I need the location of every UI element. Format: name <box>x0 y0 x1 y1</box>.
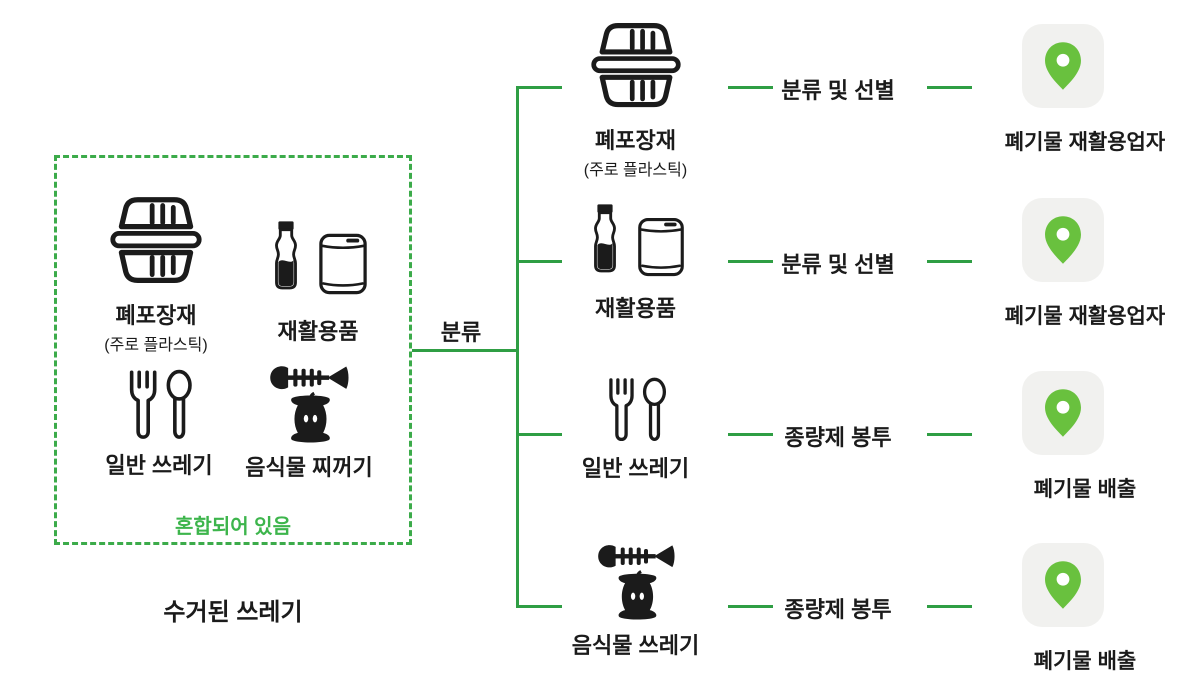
process-label: 종량제 봉투 <box>784 597 892 622</box>
fork-spoon-icon <box>586 376 686 442</box>
branch-item: 일반 쓰레기 <box>558 376 713 481</box>
destination-label: 폐기물 재활용업자 <box>1004 305 1166 328</box>
process-line-left <box>728 605 773 608</box>
process-line-right <box>927 86 972 89</box>
waste-group-food-scraps: 음식물 찌꺼기 <box>214 362 404 480</box>
waste-group-packaging: 폐포장재 (주로 플라스틱) <box>61 194 251 355</box>
trunk-line <box>516 86 519 608</box>
bottle-can-icon <box>586 194 686 282</box>
collected-waste-caption: 수거된 쓰레기 <box>163 599 303 626</box>
location-pin-icon <box>1034 211 1092 269</box>
mixed-note: 혼합되어 있음 <box>175 516 291 538</box>
branch-item-label: 재활용품 <box>595 296 676 321</box>
waste-label: 폐포장재 <box>115 303 197 328</box>
waste-sublabel: (주로 플라스틱) <box>104 337 208 355</box>
process-line-right <box>927 605 972 608</box>
process-label: 분류 및 선별 <box>781 252 895 277</box>
destination-tile <box>1022 371 1104 455</box>
branch-general-waste: 일반 쓰레기 종량제 봉투 폐기물 배출 <box>0 347 1200 527</box>
location-pin-icon <box>1034 384 1092 442</box>
branch-item-sublabel: (주로 플라스틱) <box>583 162 688 180</box>
location-pin-icon <box>1034 37 1092 95</box>
process-line-right <box>927 260 972 263</box>
branch-stub-line <box>517 86 562 89</box>
destination-label: 폐기물 재활용업자 <box>1004 131 1166 154</box>
waste-group-general: 일반 쓰레기 <box>64 368 254 478</box>
branch-stub-line <box>517 605 562 608</box>
destination-label: 폐기물 배출 <box>1033 650 1137 673</box>
process-label: 분류 및 선별 <box>781 78 895 103</box>
split-label: 분류 <box>440 320 482 345</box>
bottle-icon <box>586 194 624 282</box>
process-line-left <box>728 260 773 263</box>
waste-label: 음식물 찌꺼기 <box>245 455 373 480</box>
destination-tile <box>1022 198 1104 282</box>
branch-stub-line <box>517 433 562 436</box>
collected-waste-box: 폐포장재 (주로 플라스틱) 재활용품 일반 쓰레기 음식물 찌꺼기 혼합되어 … <box>54 155 412 545</box>
branch-packaging: 폐포장재 (주로 플라스틱) 분류 및 선별 폐기물 재활용업자 <box>0 0 1200 180</box>
fishbone-apple-icon <box>596 541 676 621</box>
can-icon <box>636 214 686 280</box>
waste-label: 일반 쓰레기 <box>105 453 213 478</box>
branch-item: 재활용품 <box>558 194 713 321</box>
destination-label: 폐기물 배출 <box>1033 478 1137 501</box>
connector-line <box>412 349 517 352</box>
branch-item-label: 일반 쓰레기 <box>581 456 690 481</box>
process-line-left <box>728 86 773 89</box>
process-label: 종량제 봉투 <box>784 425 892 450</box>
food-container-icon <box>589 20 683 114</box>
branch-item-label: 폐포장재 <box>595 128 676 153</box>
branch-item: 폐포장재 (주로 플라스틱) <box>558 20 713 180</box>
branch-food-waste: 음식물 쓰레기 종량제 봉투 폐기물 배출 <box>0 519 1200 685</box>
process-line-left <box>728 433 773 436</box>
branch-stub-line <box>517 260 562 263</box>
waste-label: 재활용품 <box>277 319 359 344</box>
process-line-right <box>927 433 972 436</box>
destination-tile <box>1022 543 1104 627</box>
location-pin-icon <box>1034 556 1092 614</box>
waste-group-recyclables: 재활용품 <box>223 210 413 344</box>
branch-item: 음식물 쓰레기 <box>558 541 713 658</box>
branch-item-label: 음식물 쓰레기 <box>571 633 700 658</box>
destination-tile <box>1022 24 1104 108</box>
branch-recyclables: 재활용품 분류 및 선별 폐기물 재활용업자 <box>0 174 1200 354</box>
